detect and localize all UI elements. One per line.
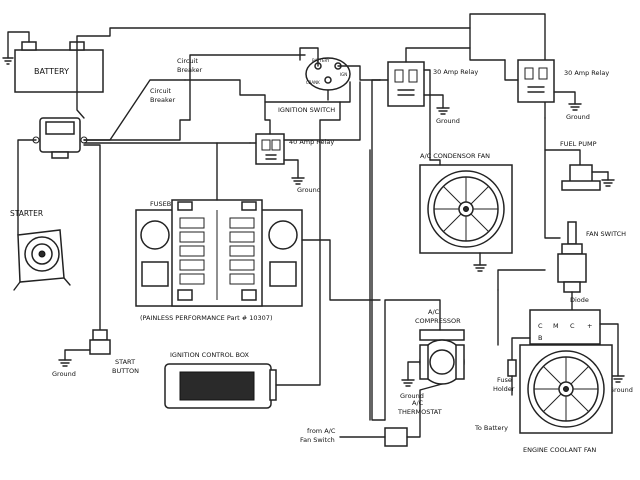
fan-switch-label: FAN SWITCH	[586, 230, 626, 238]
condenser-ground-icon	[473, 264, 487, 272]
engine-coolant-fan-icon	[519, 344, 613, 434]
starter-solenoid	[32, 117, 88, 159]
relay-40-label: 40 Amp Relay	[289, 138, 334, 146]
compressor-ground-label: Ground	[400, 392, 424, 400]
relay30a-ground-icon	[436, 107, 450, 115]
fuel-pump-ground-icon	[601, 171, 615, 187]
ignition-control-box	[164, 363, 277, 409]
ignition-switch-label: IGNITION SWITCH	[278, 106, 335, 114]
relay-30-a-label: 30 Amp Relay	[433, 68, 478, 76]
circuit-breaker-2-label-b: Breaker	[150, 96, 176, 104]
ac-compressor-label-1: A/C	[428, 308, 440, 316]
ign-ign-label: IGN	[340, 72, 347, 77]
ac-compressor-label-2: COMPRESSOR	[415, 317, 461, 325]
start-button	[89, 329, 111, 355]
fuse-holder-label-1: Fuse	[497, 376, 512, 384]
fan-switch-icon	[557, 221, 587, 293]
ac-thermostat-label-1: A/C	[412, 399, 424, 407]
ac-thermostat-label-2: THERMOSTAT	[397, 408, 442, 416]
fs-b-label: B	[538, 334, 542, 342]
start-button-label-1: START	[115, 358, 135, 366]
relay-30-b-label: 30 Amp Relay	[564, 69, 609, 77]
relay40-ground-icon	[291, 177, 305, 185]
fs-m-label: M	[553, 322, 559, 330]
battery: BATTERY	[14, 41, 104, 93]
fs-c2-label: C	[570, 322, 575, 330]
to-battery-label: To Battery	[474, 424, 508, 432]
fan-ground-label: Ground	[609, 386, 633, 394]
fan-ground-icon	[611, 375, 625, 383]
diode-label: Diode	[570, 296, 589, 304]
fan-relay-box: C M C + B	[529, 309, 601, 345]
fs-plus-label: +	[587, 322, 592, 330]
painless-label: (PAINLESS PERFORMANCE Part # 10307)	[140, 314, 272, 322]
starter-label: STARTER	[10, 209, 43, 218]
relay40-ground-label: Ground	[297, 186, 321, 194]
ac-compressor	[419, 329, 465, 385]
relay-30-amp-a-icon	[387, 61, 425, 107]
ac-condenser-fan-label: A/C CONDENSOR FAN	[420, 152, 490, 160]
fs-c-label: C	[538, 322, 543, 330]
start-button-label-2: BUTTON	[112, 367, 139, 375]
battery-label: BATTERY	[34, 67, 69, 76]
relay30b-ground-label: Ground	[566, 113, 590, 121]
fuel-pump	[561, 164, 609, 191]
ignition-control-box-label: IGNITION CONTROL BOX	[170, 351, 250, 359]
fuse-holder-label-2: Holder	[493, 385, 515, 393]
start-ground-icon	[58, 359, 72, 367]
ign-crank-label: CRANK	[306, 80, 320, 85]
from-ac-label-1: from A/C	[307, 427, 336, 435]
compressor-ground-icon	[401, 379, 415, 387]
from-ac-label-2: Fan Switch	[300, 436, 335, 444]
relay-30-amp-b-icon	[517, 59, 555, 103]
relay-40-amp-icon	[255, 133, 285, 165]
ac-thermostat	[384, 427, 408, 447]
fuseblock	[135, 199, 303, 307]
relay30b-ground-icon	[568, 103, 582, 111]
fuseblock-label: FUSEBLOCK	[150, 200, 189, 208]
fuse-holder	[507, 359, 517, 377]
start-ground-label: Ground	[52, 370, 76, 378]
ac-condenser-fan-icon	[419, 164, 513, 254]
circuit-breaker-1-label-a: Circuit	[177, 57, 198, 65]
ign-battery-label: BATTERY	[312, 58, 330, 63]
battery-ground-icon	[2, 31, 30, 65]
fuel-pump-label: FUEL PUMP	[560, 140, 597, 148]
engine-coolant-fan-label: ENGINE COOLANT FAN	[523, 446, 596, 454]
ignition-switch: BATTERY CRANK IGN	[305, 57, 351, 91]
starter: STARTER	[10, 209, 71, 291]
circuit-breaker-2-label-a: Circuit	[150, 87, 171, 95]
relay30a-ground-label: Ground	[436, 117, 460, 125]
